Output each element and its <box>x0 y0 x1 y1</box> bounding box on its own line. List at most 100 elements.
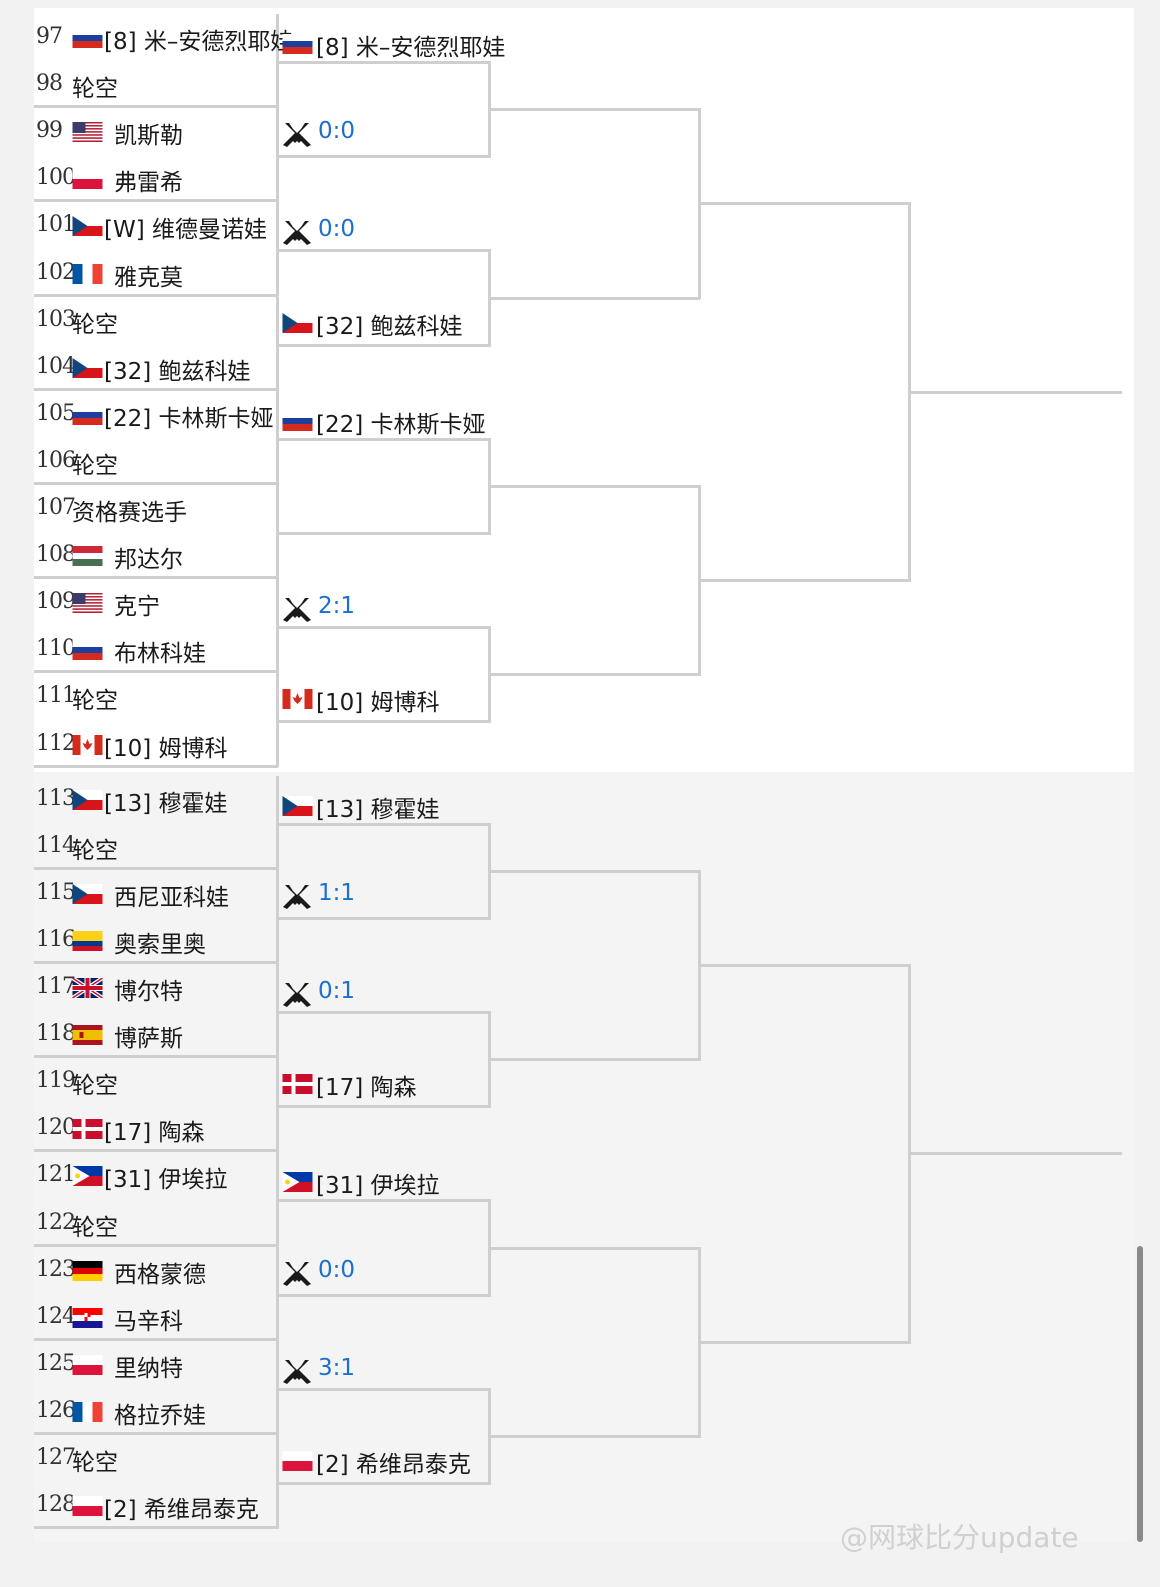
head-to-head-icon <box>283 123 311 148</box>
draw-slot[interactable]: 99 凯斯勒 <box>34 108 278 155</box>
slot-number: 123 <box>36 1256 76 1282</box>
slot-number: 106 <box>36 447 76 473</box>
bracket-connector <box>488 822 491 920</box>
first-round-divider <box>276 673 279 768</box>
head-to-head-icon <box>283 1261 311 1286</box>
flag-co-icon <box>72 930 103 951</box>
player-name: 克宁 <box>114 594 160 621</box>
flag-cz-icon <box>72 216 103 237</box>
head-to-head-icon <box>283 884 311 909</box>
player-name: [2] 希维昂泰克 <box>316 1452 471 1478</box>
head-to-head-icon <box>283 983 311 1007</box>
slot-number: 128 <box>36 1492 76 1518</box>
bye-label: 轮空 <box>72 837 118 864</box>
player-name: 邦达尔 <box>114 547 183 574</box>
bracket-connector <box>488 1387 491 1485</box>
first-round-divider <box>276 579 279 674</box>
slot-number: 125 <box>36 1350 76 1376</box>
slot-number: 118 <box>36 1021 76 1047</box>
draw-slot[interactable]: 101[W] 维德曼诺娃 <box>34 202 278 249</box>
bracket-connector <box>278 155 490 159</box>
flag-pl-icon <box>72 169 103 190</box>
slot-number: 104 <box>36 353 76 379</box>
player-name: [32] 鲍兹科娃 <box>104 358 251 385</box>
bracket-connector <box>488 1011 491 1109</box>
draw-slot[interactable]: 104 [32] 鲍兹科娃 <box>34 344 278 391</box>
player-name: [22] 卡林斯卡娅 <box>104 405 274 432</box>
head-to-head-score: 3:1 <box>318 1354 356 1381</box>
flag-es-icon <box>72 1025 103 1046</box>
slot-number: 116 <box>36 926 76 952</box>
draw-slot[interactable]: 112[10] 姆博科 <box>34 721 278 768</box>
bracket-connector <box>278 532 490 535</box>
bracket-connector <box>278 1199 490 1203</box>
slot-number: 122 <box>36 1209 76 1235</box>
slot-number: 117 <box>36 974 76 999</box>
flag-fr-icon <box>72 1401 103 1422</box>
draw-slot[interactable]: 120 [17] 陶森 <box>34 1105 278 1153</box>
bracket-connector <box>700 579 910 583</box>
bracket-connector <box>490 869 700 873</box>
bracket-connector <box>490 1434 700 1438</box>
player-name: [32] 鲍兹科娃 <box>316 313 463 340</box>
slot-number: 120 <box>36 1115 76 1141</box>
bye-label: 轮空 <box>72 76 118 103</box>
bracket-connector <box>700 1340 910 1344</box>
bracket-connector <box>490 673 700 677</box>
scrollbar[interactable] <box>1137 1246 1143 1542</box>
flag-gb-icon <box>71 976 104 1000</box>
first-round-divider <box>276 1246 279 1341</box>
draw-slot[interactable]: 117 博尔特 <box>34 964 278 1011</box>
draw-slot[interactable]: 97[8] 米–安德烈耶娃 <box>34 14 293 61</box>
player-name: 博尔特 <box>114 979 183 1005</box>
draw-slot[interactable]: 128[2] 希维昂泰克 <box>34 1482 278 1530</box>
flag-ru-icon <box>282 34 313 54</box>
head-to-head-score: 0:1 <box>318 978 356 1004</box>
slot-number: 99 <box>36 118 63 144</box>
flag-ru-icon <box>282 410 313 431</box>
slot-number: 121 <box>36 1162 76 1188</box>
draw-slot[interactable]: 109 克宁 <box>34 579 278 626</box>
slot-number: 109 <box>36 589 76 615</box>
player-name: [17] 陶森 <box>104 1120 205 1147</box>
draw-slot[interactable]: 113[13] 穆霍娃 <box>34 776 278 823</box>
player-name: 博萨斯 <box>114 1026 183 1053</box>
player-name: [10] 姆博科 <box>316 690 440 717</box>
player-name: 凯斯勒 <box>114 123 183 150</box>
draw-slot[interactable]: 105 [22] 卡林斯卡娅 <box>34 391 278 438</box>
draw-slot[interactable]: 121[31] 伊埃拉 <box>34 1152 278 1199</box>
slot-number: 127 <box>36 1445 76 1470</box>
draw-slot[interactable]: 118 博萨斯 <box>34 1011 278 1059</box>
player-name: 里纳特 <box>114 1355 183 1382</box>
flag-us-icon <box>72 593 103 614</box>
first-round-divider <box>276 296 279 391</box>
head-to-head-score: 2:1 <box>318 593 356 620</box>
player-name: [8] 米–安德烈耶娃 <box>104 29 294 55</box>
bracket-connector <box>490 108 700 112</box>
player-name: 布林科娃 <box>114 641 206 668</box>
draw-slot[interactable]: 125 里纳特 <box>34 1341 278 1388</box>
slot-number: 105 <box>36 400 76 426</box>
bracket-connector <box>488 437 491 535</box>
slot-number: 111 <box>36 683 76 709</box>
bracket-connector <box>278 1387 490 1391</box>
